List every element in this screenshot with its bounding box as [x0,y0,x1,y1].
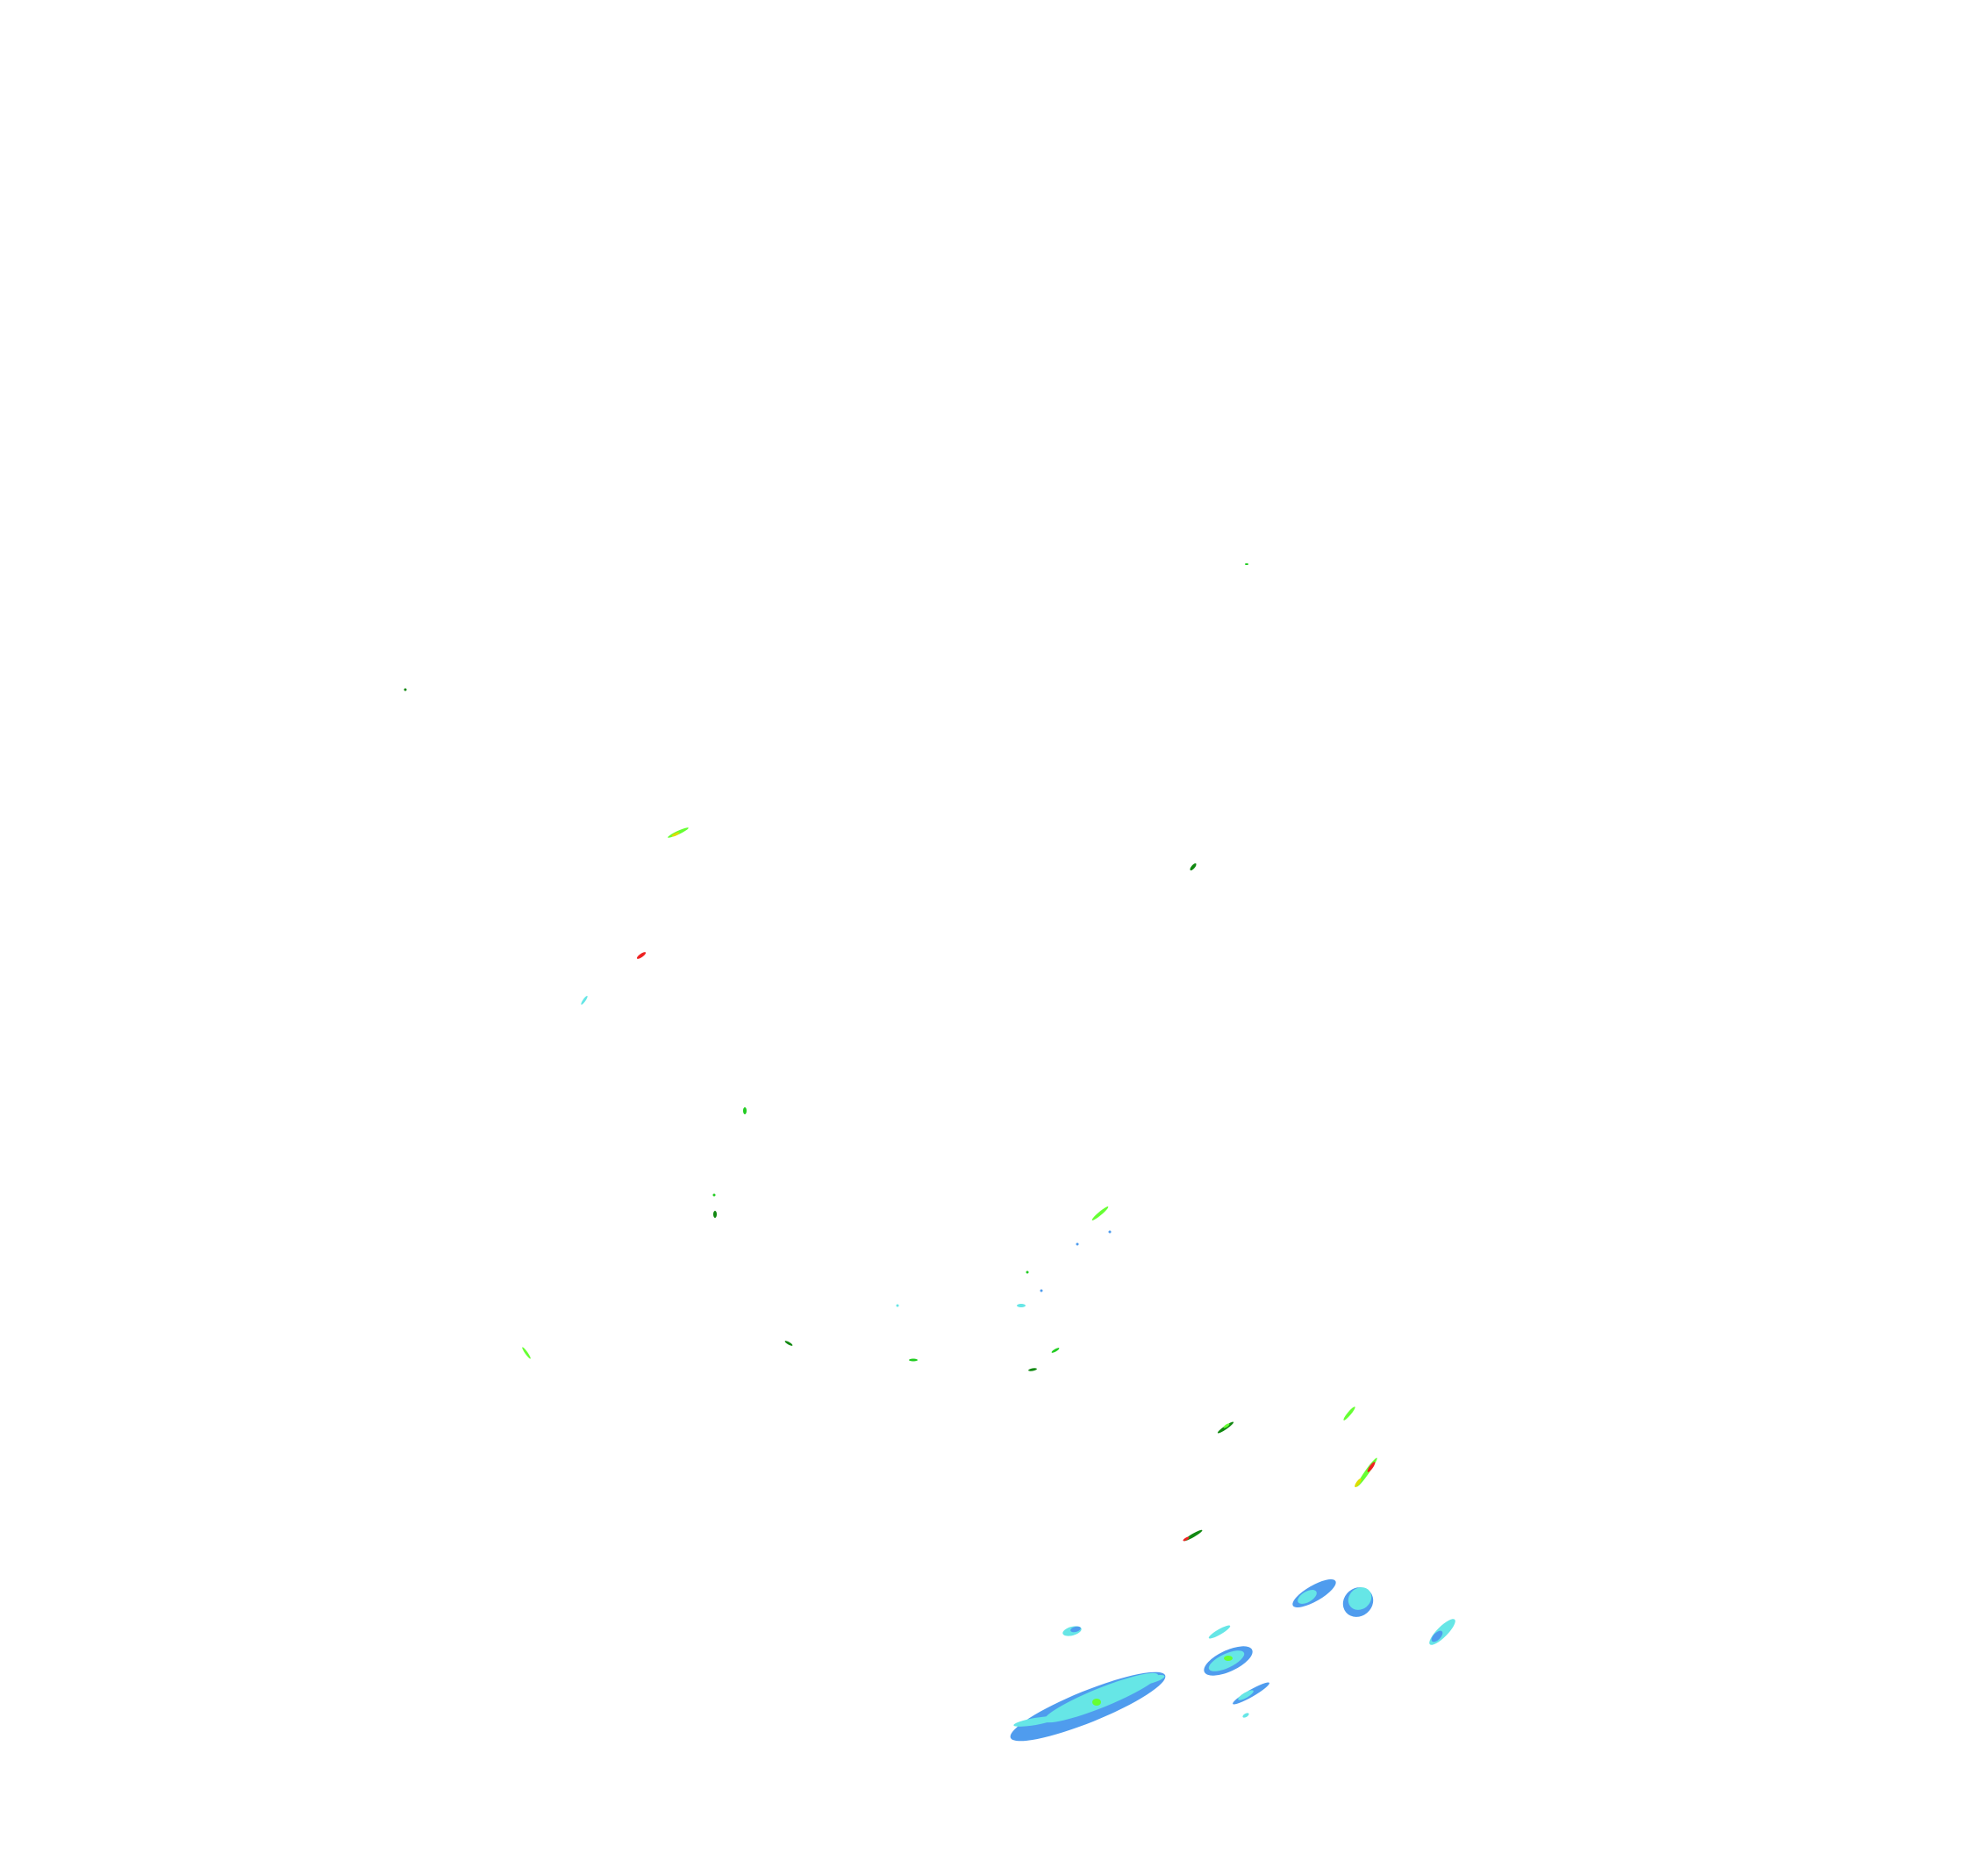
radar-echo-speck [896,1304,899,1307]
radar-echo-speck [1108,1230,1112,1234]
radar-echo-speck [743,1107,747,1114]
radar-echo-speck [1051,1348,1060,1353]
radar-echo-speck [1367,1462,1376,1472]
radar-echo-speck [1076,1242,1079,1246]
echo-cluster-core [1348,1587,1372,1610]
radar-echo-speck [1028,1368,1037,1371]
radar-echo-speck [784,1341,793,1346]
echo-cluster-core [1298,1590,1317,1604]
echo-speck [1242,1713,1249,1718]
echo-peak [1092,1699,1101,1706]
radar-echo-speck [1245,563,1248,565]
echo-cluster-edge [1431,1630,1443,1642]
echo-band [1133,1674,1165,1686]
radar-echo-speck [1040,1289,1043,1292]
radar-echo-speck [909,1358,918,1362]
echo-band [1238,1690,1254,1700]
radar-echo-speck [712,1193,716,1197]
echo-band [1013,1716,1057,1727]
radar-echo-speck [1017,1304,1026,1307]
echo-cluster-edge [1070,1626,1081,1633]
radar-echo-speck [671,832,680,837]
echo-band [1208,1625,1231,1639]
radar-echo-speck [713,1211,717,1218]
echo-cluster-main-core [1043,1672,1159,1723]
radar-echo-speck [1026,1270,1029,1274]
radar-echo-speck [1223,1423,1230,1428]
radar-echo-speck [1183,1536,1190,1542]
radar-echo-speck [1091,1206,1109,1220]
radar-echo-speck [404,688,407,691]
radar-echo-speck [522,1347,531,1359]
radar-echo-speck [1343,1406,1355,1421]
radar-echo-speck [636,952,647,959]
echo-cluster-core [1208,1650,1245,1671]
radar-echo-speck [581,996,588,1005]
radar-echo-speck [1355,1478,1362,1488]
radar-echo-speck [1190,862,1197,871]
echo-peak [1224,1656,1233,1661]
